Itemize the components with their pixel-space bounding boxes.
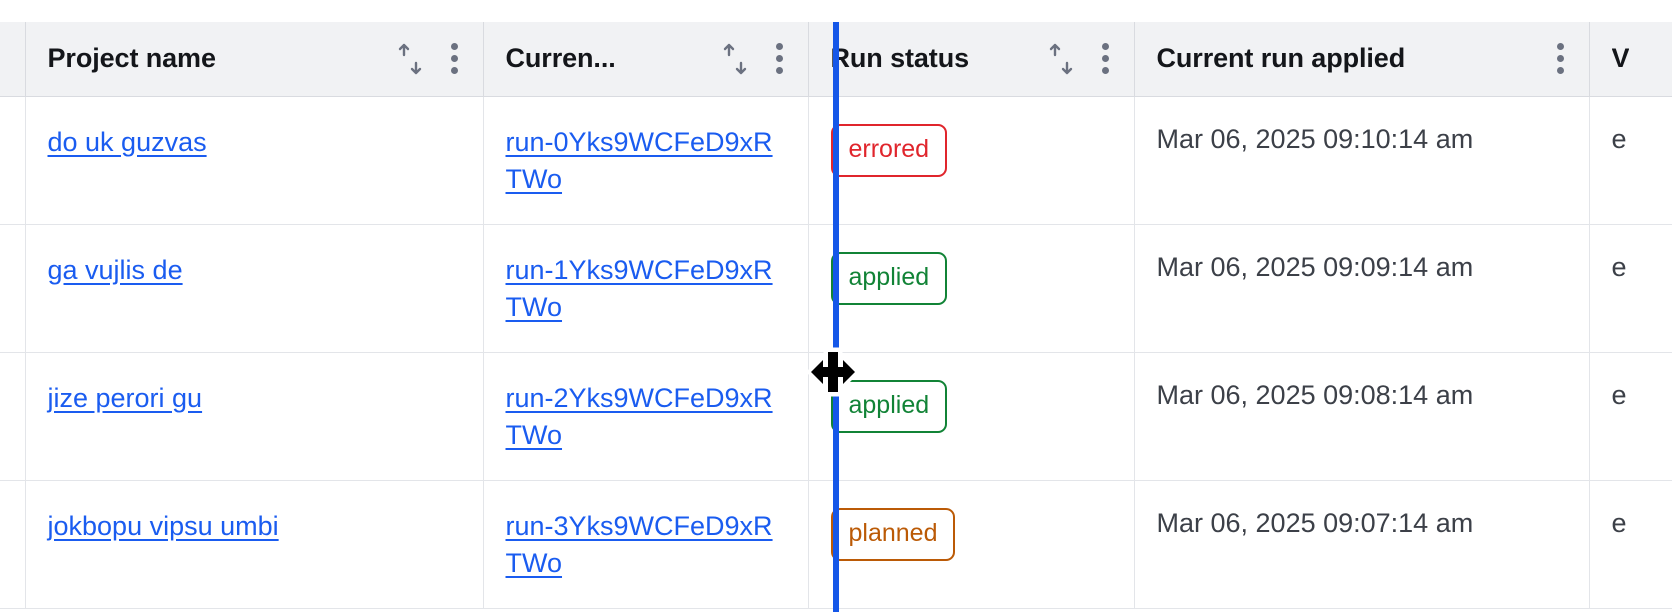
sort-arrows-icon[interactable] bbox=[1046, 42, 1076, 76]
cell-project-name: ga vujlis de bbox=[25, 224, 484, 353]
applied-timestamp: Mar 06, 2025 09:09:14 am bbox=[1156, 251, 1474, 282]
applied-timestamp: Mar 06, 2025 09:10:14 am bbox=[1156, 123, 1474, 154]
sort-arrows-icon[interactable] bbox=[395, 42, 425, 76]
cell-current-run-applied: Mar 06, 2025 09:07:14 am bbox=[1134, 480, 1590, 609]
cell-project-name: jokbopu vipsu umbi bbox=[25, 480, 484, 609]
cell-current-run-applied: Mar 06, 2025 09:08:14 am bbox=[1134, 352, 1590, 481]
column-resize-divider[interactable] bbox=[833, 22, 839, 612]
status-badge: applied bbox=[830, 251, 948, 305]
kebab-menu-icon[interactable] bbox=[1102, 42, 1110, 76]
cell-current-run-applied: Mar 06, 2025 09:09:14 am bbox=[1134, 224, 1590, 353]
cell-run-status: errored bbox=[808, 96, 1135, 225]
column-header-extra[interactable]: V bbox=[1589, 22, 1672, 97]
project-name-link[interactable]: jize perori gu bbox=[47, 382, 203, 413]
current-run-link[interactable]: run-2Yks9WCFeD9xRTWo bbox=[505, 382, 773, 450]
current-run-link[interactable]: run-1Yks9WCFeD9xRTWo bbox=[505, 254, 773, 322]
cell-run-status: applied bbox=[808, 224, 1135, 353]
cell-project-name: do uk guzvas bbox=[25, 96, 484, 225]
cell-current-run: run-1Yks9WCFeD9xRTWo bbox=[483, 224, 809, 353]
cell-run-status: applied bbox=[808, 352, 1135, 481]
cell-current-run: run-0Yks9WCFeD9xRTWo bbox=[483, 96, 809, 225]
column-header-project-name[interactable]: Project name bbox=[25, 22, 484, 97]
cell-extra: e bbox=[1589, 352, 1672, 481]
column-header-label-extra: V bbox=[1611, 43, 1630, 74]
column-header-run-status[interactable]: Run status bbox=[808, 22, 1135, 97]
kebab-menu-icon[interactable] bbox=[1557, 42, 1565, 76]
kebab-menu-icon[interactable] bbox=[776, 42, 784, 76]
current-run-link[interactable]: run-0Yks9WCFeD9xRTWo bbox=[505, 126, 773, 194]
column-header-label-project-name: Project name bbox=[47, 43, 216, 74]
table-row[interactable]: jize perori gu run-2Yks9WCFeD9xRTWo appl… bbox=[0, 352, 1672, 481]
column-header-label-current-run-applied: Current run applied bbox=[1156, 43, 1406, 74]
column-header-select[interactable] bbox=[0, 22, 26, 97]
applied-timestamp: Mar 06, 2025 09:08:14 am bbox=[1156, 379, 1474, 410]
column-header-current-run-applied[interactable]: Current run applied bbox=[1134, 22, 1590, 97]
table-body: do uk guzvas run-0Yks9WCFeD9xRTWo errore… bbox=[0, 96, 1672, 609]
project-name-link[interactable]: ga vujlis de bbox=[47, 254, 183, 285]
row-select-cell[interactable] bbox=[0, 224, 26, 353]
extra-value: e bbox=[1611, 251, 1627, 282]
applied-timestamp: Mar 06, 2025 09:07:14 am bbox=[1156, 507, 1474, 538]
row-select-cell[interactable] bbox=[0, 96, 26, 225]
cell-project-name: jize perori gu bbox=[25, 352, 484, 481]
cell-current-run-applied: Mar 06, 2025 09:10:14 am bbox=[1134, 96, 1590, 225]
header-row: Project name Curren... bbox=[0, 22, 1672, 97]
table-row[interactable]: jokbopu vipsu umbi run-3Yks9WCFeD9xRTWo … bbox=[0, 480, 1672, 609]
extra-value: e bbox=[1611, 123, 1627, 154]
projects-table: Project name Curren... bbox=[0, 22, 1672, 609]
cell-current-run: run-2Yks9WCFeD9xRTWo bbox=[483, 352, 809, 481]
status-badge: applied bbox=[830, 379, 948, 433]
status-badge: errored bbox=[830, 123, 948, 177]
cell-extra: e bbox=[1589, 96, 1672, 225]
column-header-label-current-run: Curren... bbox=[505, 43, 616, 74]
status-badge: planned bbox=[830, 507, 956, 561]
table-header: Project name Curren... bbox=[0, 22, 1672, 97]
row-select-cell[interactable] bbox=[0, 352, 26, 481]
project-name-link[interactable]: jokbopu vipsu umbi bbox=[47, 510, 279, 541]
table-row[interactable]: do uk guzvas run-0Yks9WCFeD9xRTWo errore… bbox=[0, 96, 1672, 225]
cell-extra: e bbox=[1589, 480, 1672, 609]
column-header-current-run[interactable]: Curren... bbox=[483, 22, 809, 97]
cell-current-run: run-3Yks9WCFeD9xRTWo bbox=[483, 480, 809, 609]
table-row[interactable]: ga vujlis de run-1Yks9WCFeD9xRTWo applie… bbox=[0, 224, 1672, 353]
extra-value: e bbox=[1611, 379, 1627, 410]
row-select-cell[interactable] bbox=[0, 480, 26, 609]
kebab-menu-icon[interactable] bbox=[451, 42, 459, 76]
column-header-label-run-status: Run status bbox=[830, 43, 970, 74]
extra-value: e bbox=[1611, 507, 1627, 538]
project-name-link[interactable]: do uk guzvas bbox=[47, 126, 207, 157]
current-run-link[interactable]: run-3Yks9WCFeD9xRTWo bbox=[505, 510, 773, 578]
cell-extra: e bbox=[1589, 224, 1672, 353]
sort-arrows-icon[interactable] bbox=[720, 42, 750, 76]
cell-run-status: planned bbox=[808, 480, 1135, 609]
